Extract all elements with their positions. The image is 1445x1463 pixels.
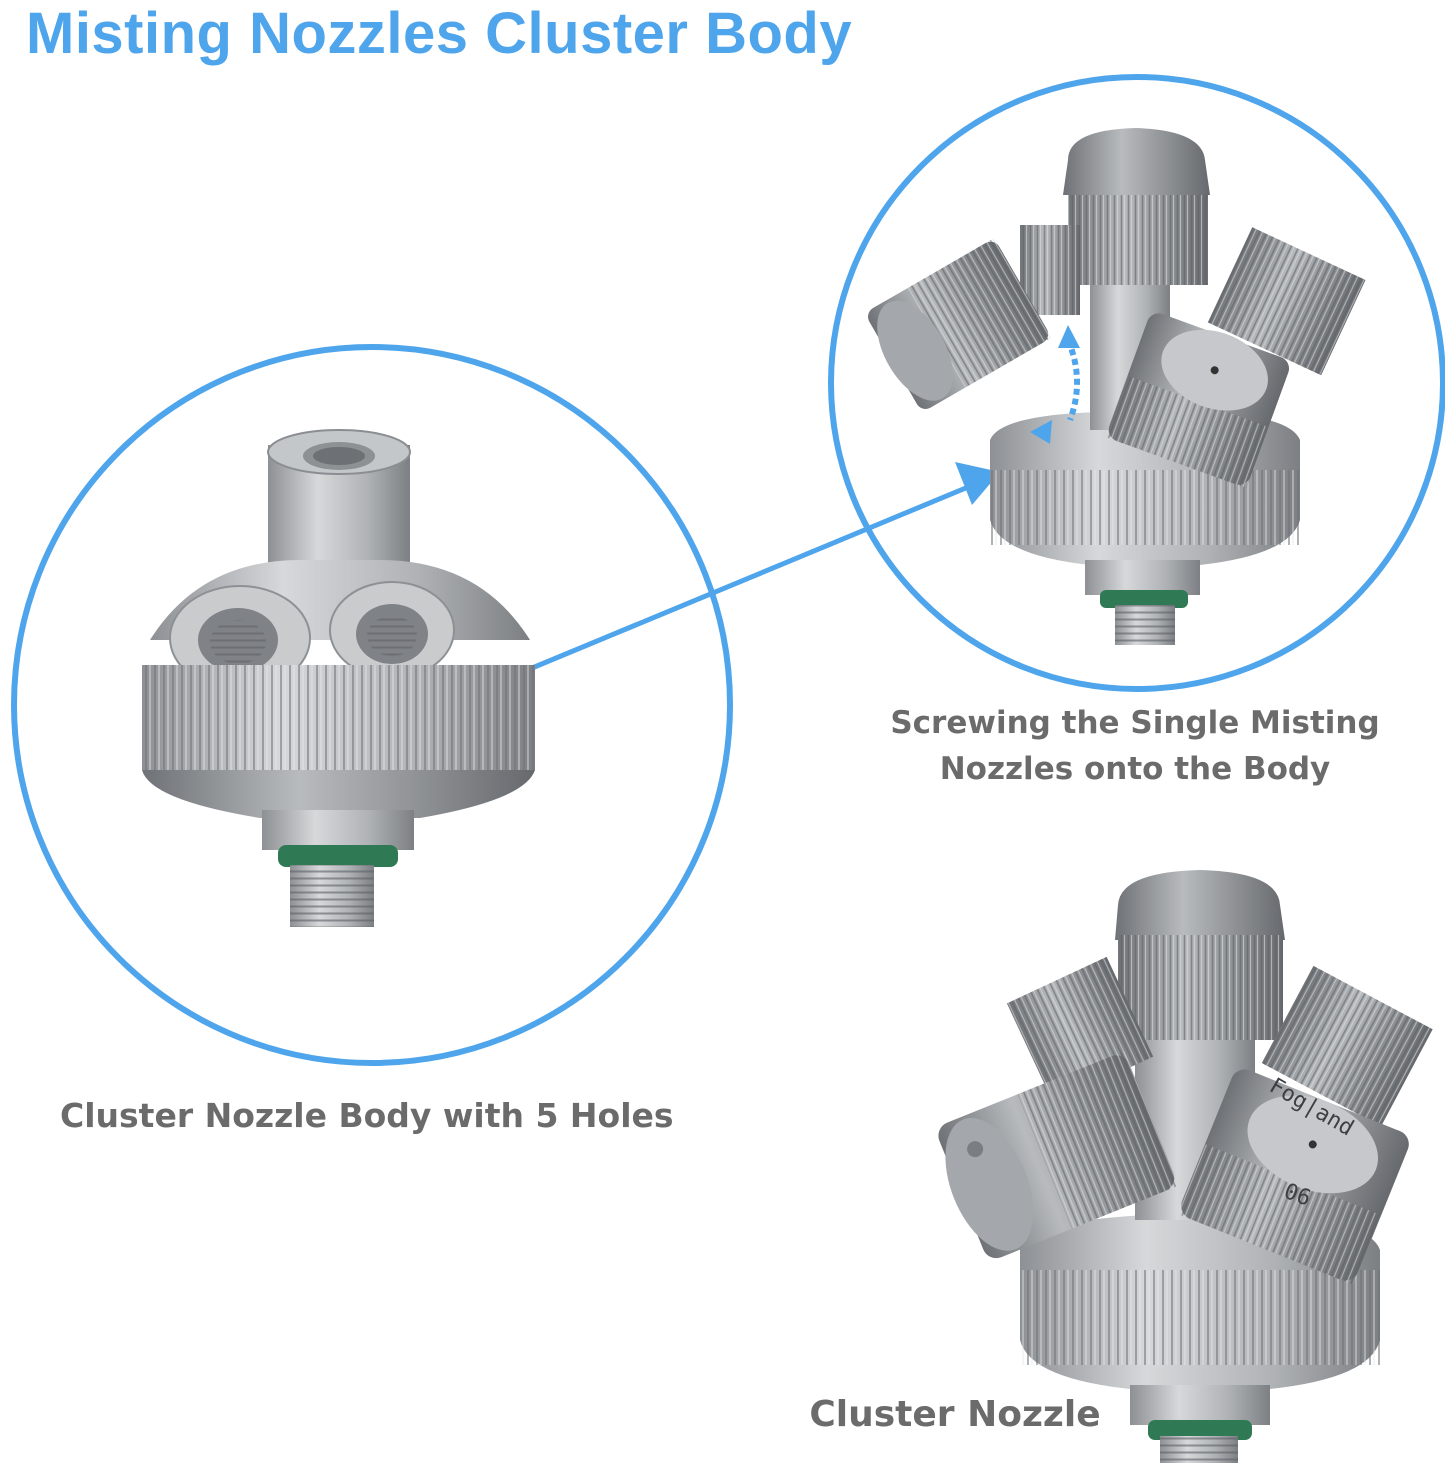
screwing-nozzles-image	[868, 128, 1366, 645]
cluster-nozzle-image	[938, 870, 1433, 1463]
screwing-circle-frame	[828, 74, 1445, 692]
body-circle-frame	[11, 344, 733, 1066]
screwing-caption: Screwing the Single Misting Nozzles onto…	[870, 700, 1400, 792]
screwing-caption-line1: Screwing the Single Misting	[890, 705, 1380, 741]
cluster-caption: Cluster Nozzle	[809, 1394, 1101, 1435]
page-title: Misting Nozzles Cluster Body	[26, 1, 853, 66]
body-caption: Cluster Nozzle Body with 5 Holes	[60, 1096, 674, 1135]
cluster-body-image	[142, 429, 535, 927]
screwing-caption-line2: Nozzles onto the Body	[939, 751, 1331, 787]
connector-arrow-line	[454, 477, 986, 703]
rotate-arrow-up-icon	[1058, 325, 1080, 348]
arrow-head-icon	[955, 462, 1000, 505]
rotate-arrow-left-icon	[1030, 420, 1052, 444]
